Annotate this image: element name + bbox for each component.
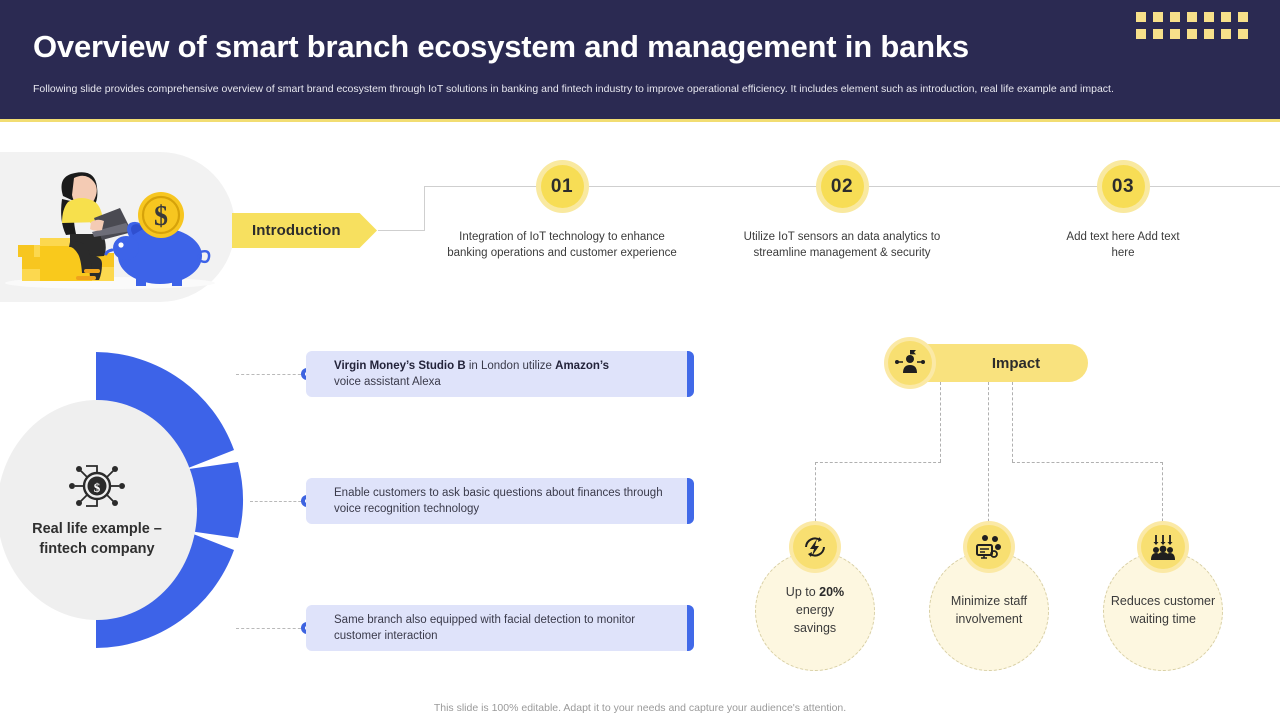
timeline-step-03[interactable]: 03 Add text here Add text here bbox=[1008, 160, 1238, 262]
real-life-center-circle: $ Real life example – fintech company bbox=[0, 400, 197, 620]
step-number-circle-03: 03 bbox=[1096, 160, 1150, 213]
timeline-step-02[interactable]: 02 Utilize IoT sensors an data analytics… bbox=[727, 160, 957, 262]
real-life-item-2-text: Enable customers to ask basic questions … bbox=[334, 486, 663, 515]
impact-connector-v-left bbox=[940, 382, 941, 462]
svg-text:$: $ bbox=[94, 480, 101, 495]
footer-note: This slide is 100% editable. Adapt it to… bbox=[433, 702, 847, 714]
impact-person-flag-icon bbox=[884, 337, 936, 389]
step-text-03: Add text here Add text here bbox=[1066, 231, 1180, 260]
decorative-dot-grid bbox=[1136, 12, 1248, 39]
reduce-waiting-people-arrows-icon bbox=[1137, 521, 1189, 573]
energy-lightning-refresh-icon bbox=[789, 521, 841, 573]
impact-card-3-text: Reduces customer waiting time bbox=[1110, 594, 1216, 626]
real-life-center-title: Real life example – fintech company bbox=[32, 520, 162, 559]
center-title-line2: fintech company bbox=[39, 541, 155, 557]
timeline-connector-riser bbox=[424, 186, 425, 231]
real-life-item-3[interactable]: Same branch also equipped with facial de… bbox=[306, 605, 694, 651]
step-text-01: Integration of IoT technology to enhance… bbox=[447, 231, 677, 260]
impact-connector-v-right bbox=[1012, 382, 1013, 462]
introduction-arrow-label[interactable]: Introduction bbox=[232, 213, 377, 248]
staff-monitor-users-icon bbox=[963, 521, 1015, 573]
impact-connector-drop-left bbox=[815, 462, 816, 547]
step-number-01: 01 bbox=[550, 175, 574, 197]
step-number-03: 03 bbox=[1111, 175, 1135, 197]
slide-header: Overview of smart branch ecosystem and m… bbox=[0, 0, 1280, 122]
timeline-step-01[interactable]: 01 Integration of IoT technology to enha… bbox=[447, 160, 677, 262]
page-subtitle: Following slide provides comprehensive o… bbox=[33, 83, 1114, 95]
page-title: Overview of smart branch ecosystem and m… bbox=[33, 29, 969, 64]
impact-label: Impact bbox=[991, 354, 1041, 372]
impact-pill[interactable]: Impact bbox=[908, 344, 1088, 382]
real-life-item-3-text: Same branch also equipped with facial de… bbox=[334, 613, 636, 642]
real-life-item-1[interactable]: Virgin Money’s Studio B in London utiliz… bbox=[306, 351, 694, 397]
real-life-item-1-text: Virgin Money’s Studio B in London utiliz… bbox=[306, 358, 629, 391]
step-text-02: Utilize IoT sensors an data analytics to… bbox=[743, 231, 941, 260]
item1-mid: in London utilize bbox=[465, 359, 556, 372]
card1-pre: Up to bbox=[785, 585, 820, 600]
real-life-connector-3 bbox=[236, 628, 306, 629]
step-number-02: 02 bbox=[830, 175, 854, 197]
real-life-connector-2 bbox=[250, 501, 306, 502]
item1-bold1: Virgin Money’s Studio B bbox=[334, 359, 466, 372]
impact-connector-h-left bbox=[815, 462, 941, 463]
introduction-label: Introduction bbox=[252, 222, 341, 239]
impact-connector-h-right bbox=[1012, 462, 1163, 463]
real-life-item-2[interactable]: Enable customers to ask basic questions … bbox=[306, 478, 694, 524]
woman-laptop-piggybank-illustration: $ bbox=[5, 172, 215, 289]
fintech-network-dollar-icon: $ bbox=[69, 465, 125, 508]
item1-bold2: Amazon’s bbox=[555, 359, 610, 372]
step-number-circle-02: 02 bbox=[815, 160, 869, 213]
center-title-line1: Real life example – bbox=[32, 521, 162, 538]
impact-connector-v-center bbox=[988, 382, 989, 547]
item1-rest: voice assistant Alexa bbox=[334, 376, 441, 388]
timeline-connector-stub bbox=[378, 230, 425, 231]
real-life-connector-1 bbox=[236, 374, 306, 375]
step-number-circle-01: 01 bbox=[535, 160, 589, 213]
card1-strong: 20% bbox=[819, 585, 845, 600]
impact-card-2-text: Minimize staff involvement bbox=[950, 594, 1028, 626]
impact-connector-drop-right bbox=[1162, 462, 1163, 547]
svg-text:$: $ bbox=[154, 201, 168, 232]
